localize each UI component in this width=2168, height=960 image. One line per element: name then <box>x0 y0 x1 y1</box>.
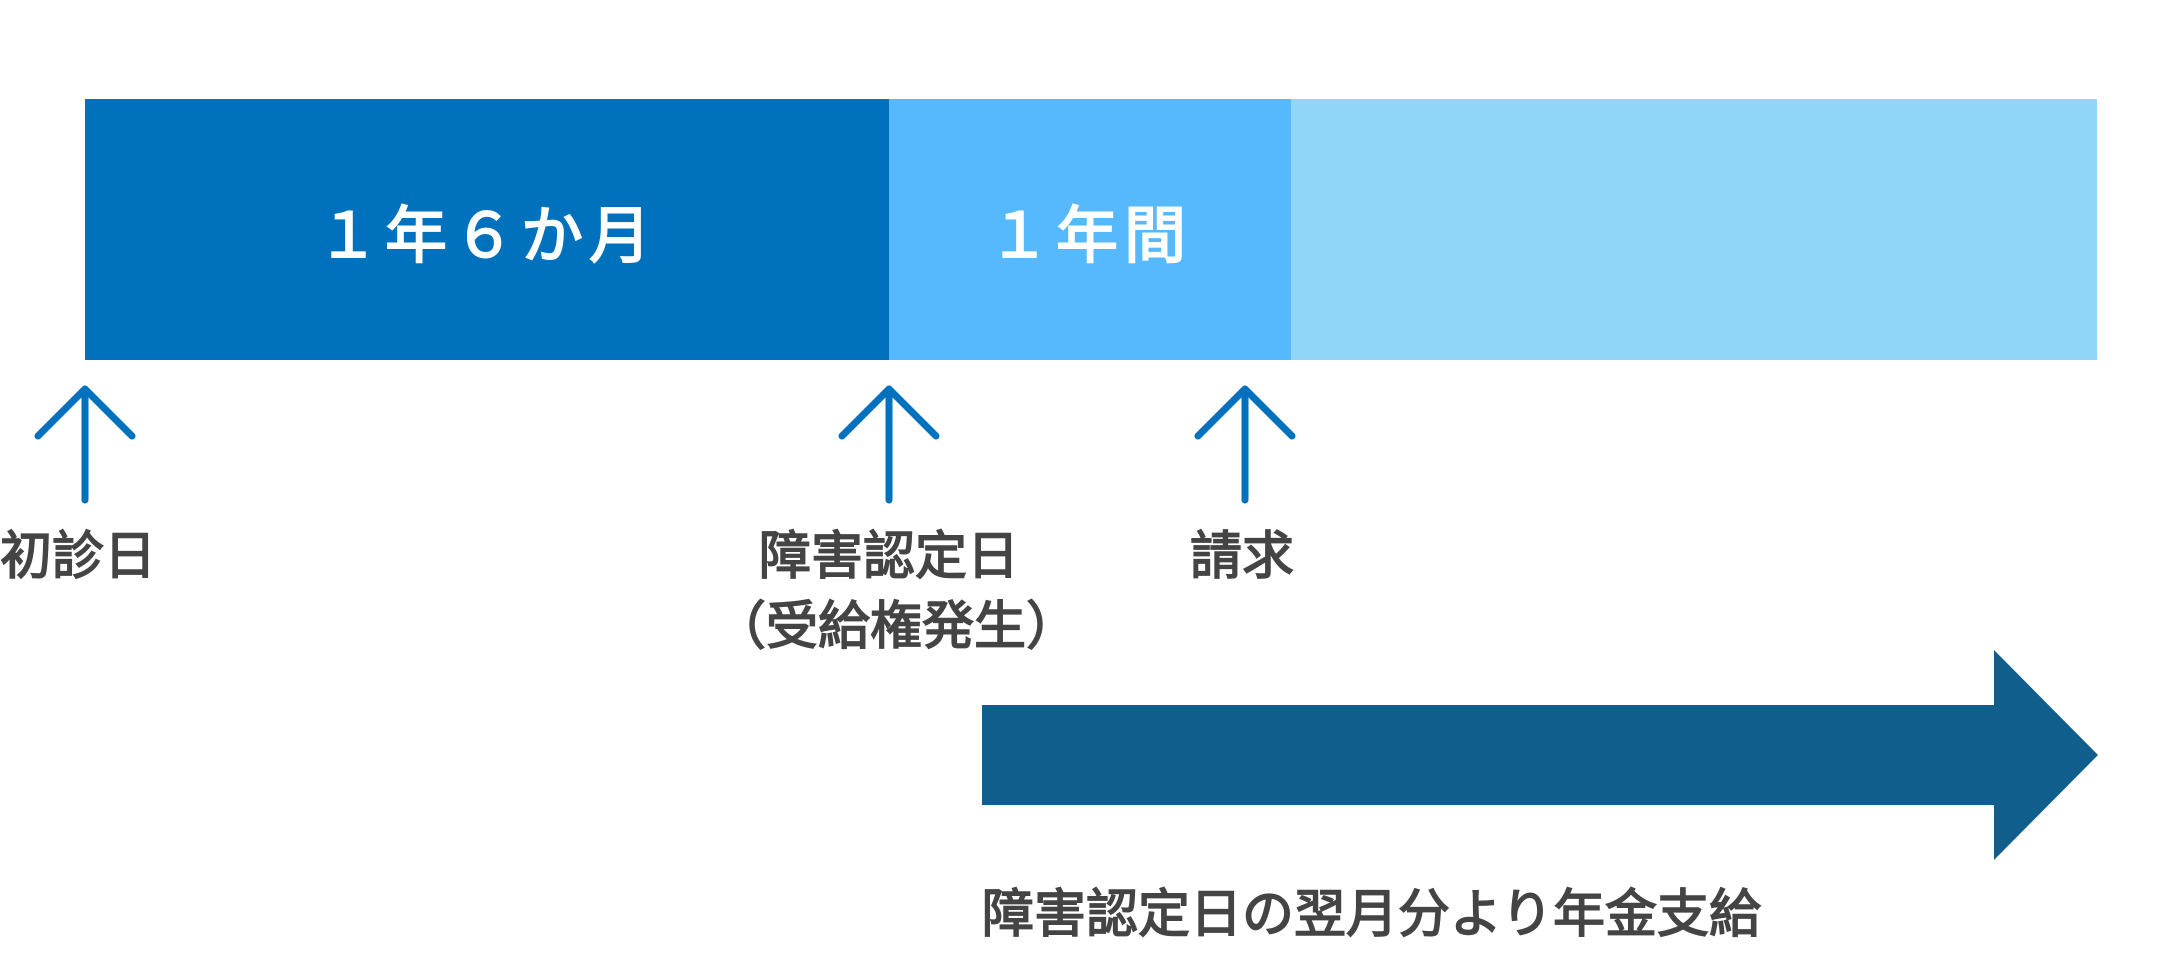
payment-label: 障害認定日の翌月分より年金支給 <box>982 885 1761 945</box>
up-arrow-icon <box>34 385 136 504</box>
segment-1-label: １年６か月 <box>316 198 657 272</box>
marker-claim-label: 請求 <box>1190 527 1295 587</box>
timeline-segment-1: １年６か月 <box>85 99 889 360</box>
timeline-segment-2: １年間 <box>889 99 1291 360</box>
up-arrow-icon <box>838 385 940 504</box>
marker-recognition-date: 障害認定日 （受給権発生） <box>714 522 1079 662</box>
segment-2-label: １年間 <box>987 198 1192 272</box>
marker-first-visit-label: 初診日 <box>0 527 157 587</box>
marker-recognition-label: 障害認定日 <box>758 527 1019 587</box>
marker-recognition-sublabel: （受給権発生） <box>714 597 1079 657</box>
timeline-segment-3 <box>1291 99 2097 360</box>
up-arrow-icon <box>1194 385 1296 504</box>
payment-arrow-icon <box>982 650 2098 860</box>
